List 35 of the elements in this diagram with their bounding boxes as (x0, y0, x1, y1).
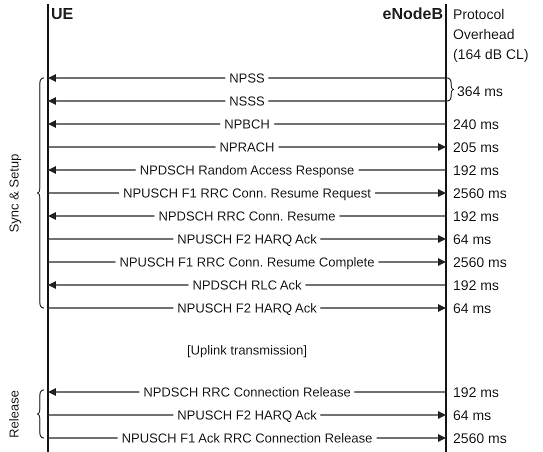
time-label: 64 ms (453, 231, 492, 247)
lifeline-label: eNodeB (382, 6, 443, 24)
time-label: 240 ms (453, 116, 499, 132)
edge-label: NPDSCH RLC Ack (188, 278, 306, 292)
edge-label: NPUSCH F1 RRC Conn. Resume Complete (115, 254, 379, 270)
edge-label: NPUSCH F1 Ack RRC Connection Release (118, 430, 376, 446)
edge-label: NPUSCH F2 HARQ Ack (173, 300, 321, 316)
time-label: 2560 ms (453, 430, 507, 446)
edge-label: NPDSCH Random Access Response (136, 162, 358, 178)
time-label: 192 ms (453, 208, 499, 224)
edge-label: NPSS (225, 70, 269, 86)
edge-label: NPUSCH F1 RRC Conn. Resume Request (119, 186, 375, 200)
phase-label: Sync & Setup (6, 154, 22, 232)
message-arrow (48, 74, 446, 82)
time-label: 364 ms (457, 83, 503, 99)
time-label: 2560 ms (453, 185, 507, 201)
phase-label: Release (6, 390, 22, 438)
edge-label: NPUSCH F2 HARQ Ack (173, 232, 321, 246)
note-label: [Uplink transmission] (187, 342, 307, 358)
time-label: 192 ms (453, 162, 499, 178)
time-label: 64 ms (453, 300, 492, 316)
edge-label: NPUSCH F2 HARQ Ack (173, 408, 321, 422)
edge-label: NPBCH (220, 116, 274, 132)
time-label: 192 ms (453, 384, 499, 400)
column-heading: Protocol Overhead (164 dB CL) (453, 5, 530, 64)
time-label: 205 ms (453, 139, 499, 155)
edge-label: NPRACH (216, 140, 278, 154)
lifeline-label: UE (51, 6, 74, 24)
edge-label: NPDSCH RRC Conn. Resume (154, 208, 340, 224)
time-label: 192 ms (453, 277, 499, 293)
edge-label: NSSS (225, 94, 269, 108)
time-label: 2560 ms (453, 254, 507, 270)
edge-label: NPDSCH RRC Connection Release (139, 384, 355, 400)
message-arrow (48, 97, 446, 105)
time-label: 64 ms (453, 407, 492, 423)
